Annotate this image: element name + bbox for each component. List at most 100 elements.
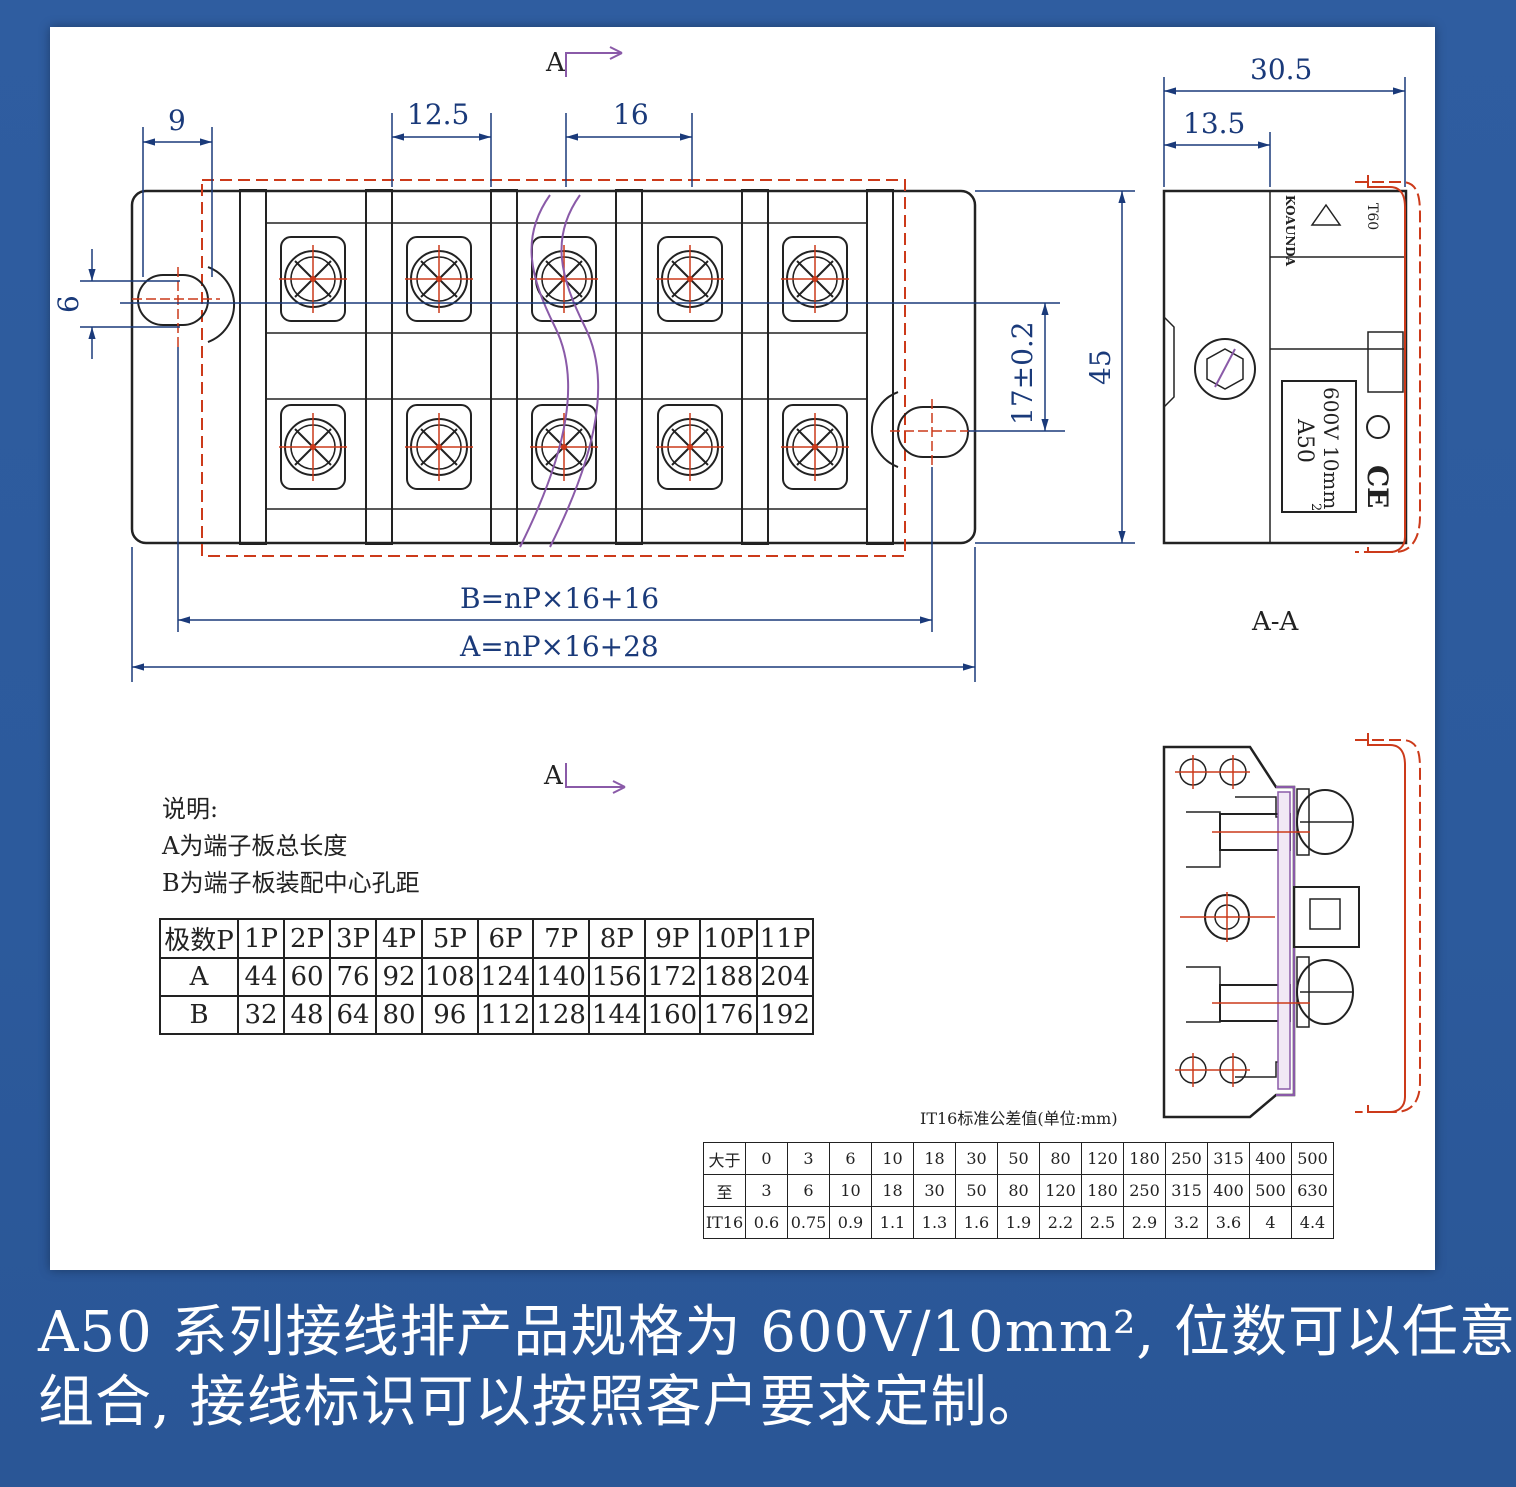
formula-a: A=nP×16+28 (459, 630, 659, 663)
brand-logo: KOAUNDA (1283, 195, 1297, 267)
table-cell: 180 (1123, 1142, 1166, 1175)
table-cell: 7P (532, 918, 590, 959)
screw-icon (780, 236, 850, 322)
caption-line-2: 组合, 接线标识可以按照客户要求定制。 (38, 1370, 1045, 1435)
caption-line-1: A50 系列接线排产品规格为 600V/10mm², 位数可以任意 (38, 1300, 1516, 1365)
table-cell: 30 (955, 1142, 998, 1175)
screw-icon (655, 404, 725, 490)
technical-drawing: 9 12.5 16 6 17±0.2 45 B=nP×16+16 A=nP×16… (52, 46, 1421, 1119)
table-cell: 4.4 (1291, 1206, 1334, 1239)
table-cell: 1P (237, 918, 285, 959)
triangle-logo-icon (1310, 203, 1342, 226)
side-rating: 600V 10mm (1319, 387, 1343, 509)
table-cell: 50 (997, 1142, 1040, 1175)
table-cell: 250 (1123, 1174, 1166, 1207)
table-cell: 315 (1165, 1174, 1208, 1207)
table-cell: 315 (1207, 1142, 1250, 1175)
table-cell: 10 (871, 1142, 914, 1175)
table-cell: 3 (787, 1142, 830, 1175)
table-cell: 176 (699, 995, 758, 1035)
table-cell: 204 (755, 957, 815, 997)
table-row: B 32 48 64 80 96 112 128 144 160 176 192 (159, 995, 815, 1035)
formula-b: B=nP×16+16 (460, 582, 659, 615)
table-cell: 8P (587, 918, 646, 959)
terminal-block-top-view (120, 179, 1060, 557)
notes-line-b: B为端子板装配中心孔距 (162, 869, 420, 897)
screw-icon (278, 236, 348, 322)
table-row: 极数P 1P 2P 3P 4P 5P 6P 7P 8P 9P 10P 11P (159, 918, 815, 959)
table-cell: 500 (1249, 1174, 1292, 1207)
table-cell: 60 (283, 957, 331, 997)
table-cell: 18 (871, 1174, 914, 1207)
table-cell: 120 (1081, 1142, 1124, 1175)
table-cell: 80 (997, 1174, 1040, 1207)
table-cell: 4P (375, 918, 423, 959)
table-cell: B (159, 995, 239, 1035)
table-cell: 5P (421, 918, 479, 959)
section-label-bottom: A (543, 761, 564, 791)
dim-45: 45 (1084, 349, 1117, 385)
table-cell: 1.1 (871, 1206, 914, 1239)
dim-17: 17±0.2 (1006, 321, 1039, 425)
table-cell: 108 (421, 957, 479, 997)
dim-6: 6 (52, 295, 85, 313)
table-cell: 160 (643, 995, 702, 1035)
ce-mark-icon: C (1361, 465, 1394, 487)
table-cell: 1.6 (955, 1206, 998, 1239)
dim-16: 16 (613, 98, 649, 131)
table-cell: 48 (283, 995, 331, 1035)
table-cell: 80 (1039, 1142, 1082, 1175)
dimension-lines (80, 77, 1406, 682)
ce-mark-icon-2: E (1361, 487, 1394, 508)
terminal-block-side-view: A50 600V 10mm 2 T60 KOAUNDA C E (1162, 175, 1421, 553)
table-cell: 172 (643, 957, 702, 997)
table-cell: 192 (755, 995, 815, 1035)
table-cell: 80 (375, 995, 423, 1035)
notes-title: 说明: (162, 795, 219, 823)
screw-icon (780, 404, 850, 490)
table-cell: 140 (532, 957, 590, 997)
table-cell: 11P (755, 918, 815, 959)
dim-12-5: 12.5 (407, 98, 469, 131)
table-cell: A (159, 957, 239, 997)
table-cell: 400 (1207, 1174, 1250, 1207)
table-cell: 3P (329, 918, 377, 959)
table-cell: 2.2 (1039, 1206, 1082, 1239)
side-rating-sup: 2 (1308, 503, 1323, 511)
table-cell: 156 (587, 957, 646, 997)
cross-section-view (1162, 733, 1421, 1119)
dim-9: 9 (168, 104, 186, 137)
table-cell: 0 (745, 1142, 788, 1175)
table-cell: 4 (1249, 1206, 1292, 1239)
table-cell: 630 (1291, 1174, 1334, 1207)
table-cell: 50 (955, 1174, 998, 1207)
table-row: 大于 0 3 6 10 18 30 50 80 120 180 250 315 … (703, 1142, 1334, 1175)
table-cell: 3.2 (1165, 1206, 1208, 1239)
screw-icon (529, 236, 599, 322)
table-cell: 大于 (703, 1142, 746, 1175)
table-cell: 64 (329, 995, 377, 1035)
table-cell: 112 (476, 995, 535, 1035)
table-cell: 0.6 (745, 1206, 788, 1239)
table-cell: 32 (237, 995, 285, 1035)
section-markers: A A A-A (543, 46, 1300, 794)
tolerance-title: IT16标准公差值(单位:mm) (920, 1109, 1118, 1128)
notes-line-a: A为端子板总长度 (162, 832, 348, 860)
table-cell: 96 (421, 995, 479, 1035)
table-cell: 3.6 (1207, 1206, 1250, 1239)
table-cell: IT16 (703, 1206, 746, 1239)
table-cell: 144 (587, 995, 646, 1035)
screw-icon (404, 236, 474, 322)
table-cell: 180 (1081, 1174, 1124, 1207)
pole-table: 极数P 1P 2P 3P 4P 5P 6P 7P 8P 9P 10P 11P A… (159, 918, 815, 1035)
table-cell: 0.75 (787, 1206, 830, 1239)
table-cell: 188 (699, 957, 758, 997)
table-cell: 至 (703, 1174, 746, 1207)
table-cell: 6 (829, 1142, 872, 1175)
table-cell: 9P (643, 918, 702, 959)
table-cell: 76 (329, 957, 377, 997)
side-temp: T60 (1364, 203, 1380, 230)
tolerance-table: 大于 0 3 6 10 18 30 50 80 120 180 250 315 … (703, 1142, 1334, 1239)
screw-icon (655, 236, 725, 322)
section-view-label: A-A (1251, 607, 1300, 637)
